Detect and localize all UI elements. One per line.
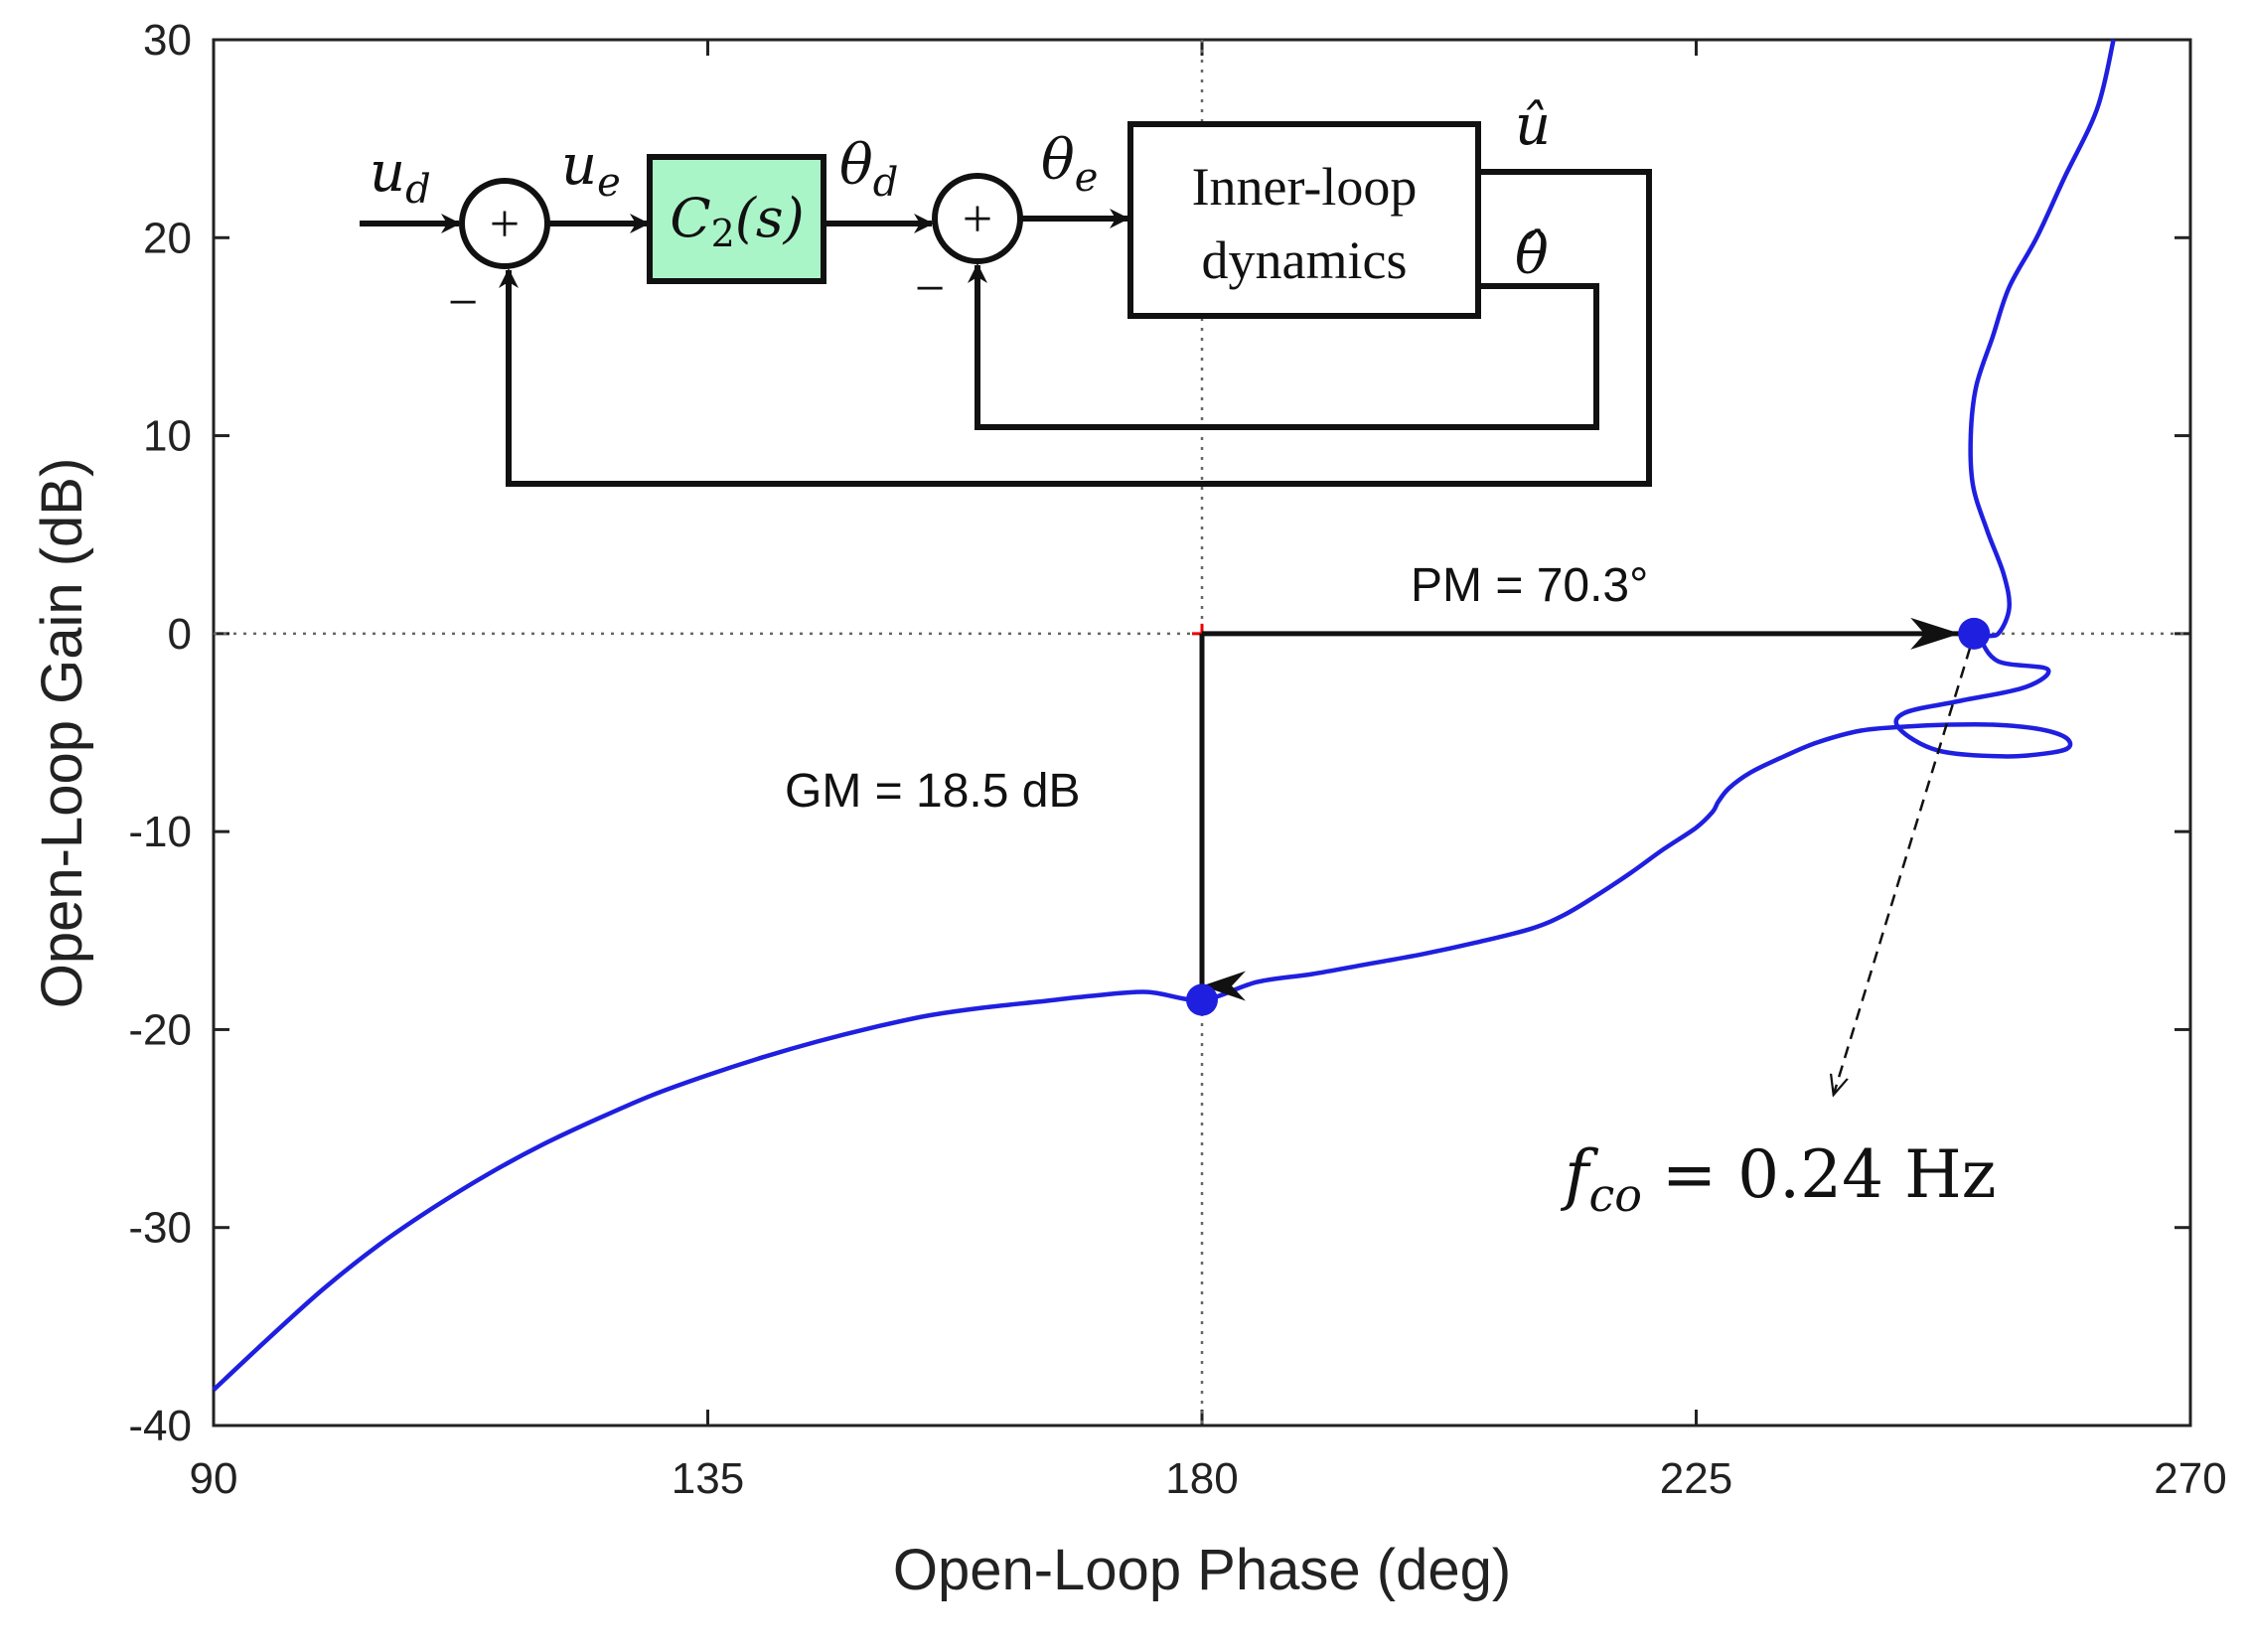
svg-text:fco= 0.24 Hz: fco= 0.24 Hz <box>1560 1136 1996 1222</box>
label-u-e: ue <box>561 133 621 206</box>
block-diagram <box>360 121 1652 487</box>
data-marker <box>1958 617 1991 650</box>
pm-annotation: PM = 70.3° <box>1411 559 1648 612</box>
x-tick-label: 180 <box>1165 1454 1238 1503</box>
y-tick-label: -10 <box>128 808 192 856</box>
plus-inner: + <box>963 189 992 248</box>
fco-value: = 0.24 Hz <box>1662 1136 1997 1213</box>
x-tick-label: 90 <box>190 1454 238 1503</box>
inner-loop-block <box>1127 121 1481 319</box>
x-axis-title: Open-Loop Phase (deg) <box>893 1538 1511 1602</box>
label-u-d: ud <box>370 140 431 213</box>
inner-loop-line2: dynamics <box>1202 230 1408 290</box>
inner-loop-line1: Inner-loop <box>1192 157 1418 217</box>
controller-block <box>647 154 826 284</box>
y-tick-label: 10 <box>143 412 192 461</box>
label-theta-d: θd <box>839 133 898 206</box>
label-theta-hat: θ̂ <box>1515 223 1549 287</box>
fco-subscript: co <box>1588 1168 1641 1222</box>
plus-outer: + <box>490 194 520 253</box>
data-marker <box>1186 983 1218 1016</box>
gm-annotation: GM = 18.5 dB <box>785 765 1081 818</box>
minus-inner: − <box>915 258 945 318</box>
x-tick-label: 270 <box>2154 1454 2226 1503</box>
fco-annotation: fco= 0.24 Hz <box>1560 1136 1996 1222</box>
minus-outer: − <box>448 272 478 332</box>
x-tick-label: 135 <box>672 1454 744 1503</box>
y-tick-label: 20 <box>143 214 192 262</box>
block-diagram-labels: + + − − ud ue C2(s) θd θe Inner-loop dyn… <box>370 93 1551 332</box>
label-theta-e: θe <box>1041 128 1098 201</box>
label-controller: C2(s) <box>670 187 804 255</box>
y-tick-label: -30 <box>128 1204 192 1253</box>
x-tick-label: 225 <box>1660 1454 1732 1503</box>
y-tick-label: 0 <box>168 610 192 659</box>
axes: 90 135 180 225 270 30 20 10 0 -10 -20 -30 -40 <box>128 16 2226 1503</box>
series-layer <box>212 39 2116 1392</box>
y-axis-title: Open-Loop Gain (dB) <box>30 458 94 1009</box>
nichols-curve <box>212 39 2116 1392</box>
outer-feedback-path <box>499 169 1652 487</box>
markers <box>1186 617 1991 1016</box>
label-u-hat: û <box>1515 93 1551 158</box>
y-tick-label: -20 <box>128 1005 192 1054</box>
inner-feedback-path <box>968 263 1599 430</box>
y-tick-label: -40 <box>128 1402 192 1450</box>
annotation-arrows <box>1199 617 1972 1095</box>
y-tick-label: 30 <box>143 16 192 65</box>
